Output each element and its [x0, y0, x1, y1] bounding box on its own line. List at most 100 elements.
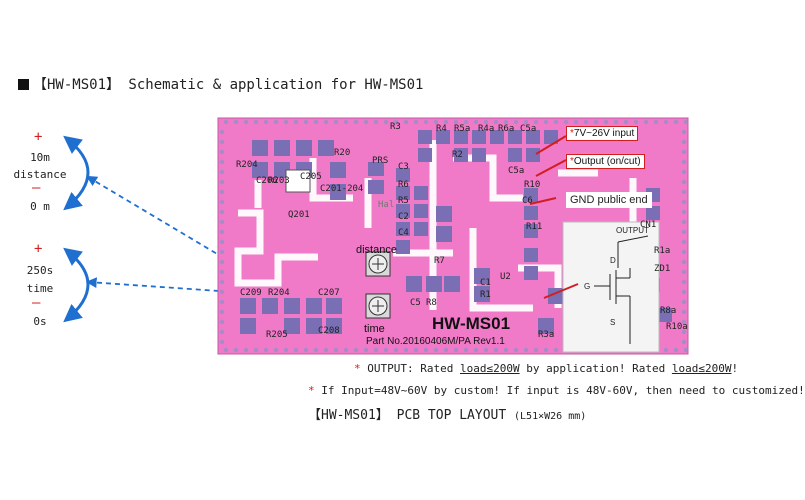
pcb-via-dot: [253, 119, 259, 125]
pcb-via-dot: [463, 119, 469, 125]
pcb-via-dot: [219, 169, 225, 175]
pcb-via-dot: [681, 209, 687, 215]
silk-r8: R8: [426, 298, 437, 308]
pcb-via-dot: [681, 279, 687, 285]
pcb-via-dot: [313, 347, 319, 353]
pcb-via-dot: [533, 347, 539, 353]
pcb-via-dot: [681, 269, 687, 275]
pcb-via-dot: [223, 119, 229, 125]
mosfet-output-label: OUTPUT: [616, 226, 649, 235]
silk-c2: C2: [398, 212, 409, 222]
pcb-via-dot: [293, 347, 299, 353]
silk-r2: R2: [452, 150, 463, 160]
pcb-via-dot: [681, 339, 687, 345]
pcb-via-dot: [681, 259, 687, 265]
note1-star: *: [354, 362, 361, 375]
pcb-via-dot: [663, 347, 669, 353]
pcb-via-dot: [503, 119, 509, 125]
silk-r11: R11: [526, 222, 543, 232]
callout-arrows: [529, 135, 579, 299]
pcb-via-dot: [219, 179, 225, 185]
pcb-via-dot: [373, 119, 379, 125]
pcb-via-dot: [473, 347, 479, 353]
pcb-layout-image: [217, 117, 689, 355]
pcb-via-dot: [523, 347, 529, 353]
silk-r10a: R10a: [666, 322, 688, 332]
pcb-via-dot: [403, 347, 409, 353]
pcb-via-dot: [243, 119, 249, 125]
pcb-via-dot: [681, 129, 687, 135]
board-time-label: time: [364, 323, 385, 335]
pcb-via-dot: [683, 119, 689, 125]
silk-r20: R20: [334, 148, 351, 158]
pcb-via-dot: [219, 129, 225, 135]
note1-pre: OUTPUT: Rated: [360, 362, 460, 375]
pcb-pads: [240, 130, 672, 334]
silk-zd1: ZD1: [654, 264, 671, 274]
pcb-via-dot: [533, 119, 539, 125]
pcb-via-dot: [353, 347, 359, 353]
silk-r4: R4: [436, 124, 447, 134]
pcb-via-dot: [681, 329, 687, 335]
silk-r3: R3: [390, 122, 401, 132]
pcb-via-dot: [363, 347, 369, 353]
pcb-via-dot: [681, 179, 687, 185]
pcb-via-dot: [493, 347, 499, 353]
time-max-label: 250s: [26, 264, 54, 277]
silk-r1: R1: [480, 290, 491, 300]
time-plus-sign: +: [34, 241, 43, 257]
pcb-via-dot: [681, 159, 687, 165]
pcb-via-dot: [563, 119, 569, 125]
silk-r203: R203: [268, 176, 290, 186]
pcb-via-dot: [483, 119, 489, 125]
pcb-via-dot: [443, 119, 449, 125]
pcb-via-dot: [673, 347, 679, 353]
pcb-via-dot: [323, 119, 329, 125]
pcb-via-dot: [403, 119, 409, 125]
pcb-via-dot: [443, 347, 449, 353]
note1-load1: load≤200W: [459, 362, 520, 375]
input-callout-star: *: [570, 128, 574, 139]
output-callout-text: Output (on/cut): [573, 156, 641, 167]
pcb-via-dot: [423, 347, 429, 353]
silk-c1: C1: [480, 278, 491, 288]
pcb-via-dot: [433, 119, 439, 125]
silk-c209: C209: [240, 288, 262, 298]
pcb-layout-caption: 【HW-MS01】 PCB TOP LAYOUT (L51×W26 mm): [308, 404, 586, 423]
silk-r204-top: R204: [236, 160, 258, 170]
pcb-via-dot: [653, 119, 659, 125]
silk-r6a: R6a: [498, 124, 515, 134]
pcb-via-dot: [413, 347, 419, 353]
pcb-via-dot: [383, 119, 389, 125]
pcb-via-dot: [263, 119, 269, 125]
pcb-via-dot: [219, 219, 225, 225]
note1-post: !: [731, 362, 739, 375]
pcb-via-dot: [681, 169, 687, 175]
pcb-via-dot: [219, 249, 225, 255]
distance-plus-sign: +: [34, 129, 43, 145]
pcb-via-dot: [673, 119, 679, 125]
time-minus-sign: —: [32, 295, 41, 311]
note1-mid: by application! Rated: [519, 362, 672, 375]
pcb-via-dot: [343, 347, 349, 353]
pcb-via-dot: [433, 347, 439, 353]
input-callout: *7V~26V input: [566, 126, 639, 141]
silk-r3a: R3a: [538, 330, 555, 340]
pcb-via-dot: [681, 189, 687, 195]
pcb-via-dot: [219, 239, 225, 245]
silk-r7: R7: [434, 256, 445, 266]
pcb-via-dot: [293, 119, 299, 125]
pcb-via-dot: [373, 347, 379, 353]
custom-input-note: * If Input=48V~60V by custom! If input i…: [308, 384, 805, 397]
pcb-via-dot: [603, 119, 609, 125]
silk-cn1: CN1: [640, 220, 657, 230]
silk-r5a: R5a: [454, 124, 471, 134]
pcb-via-dot: [343, 119, 349, 125]
pcb-via-dot: [583, 119, 589, 125]
pcb-via-dot: [233, 119, 239, 125]
page-title-text: 【HW-MS01】 Schematic & application for HW…: [33, 77, 424, 93]
output-callout-star: *: [570, 156, 574, 167]
pcb-via-dot: [543, 347, 549, 353]
silk-c5a: C5a: [508, 166, 525, 176]
pcb-via-dot: [681, 229, 687, 235]
